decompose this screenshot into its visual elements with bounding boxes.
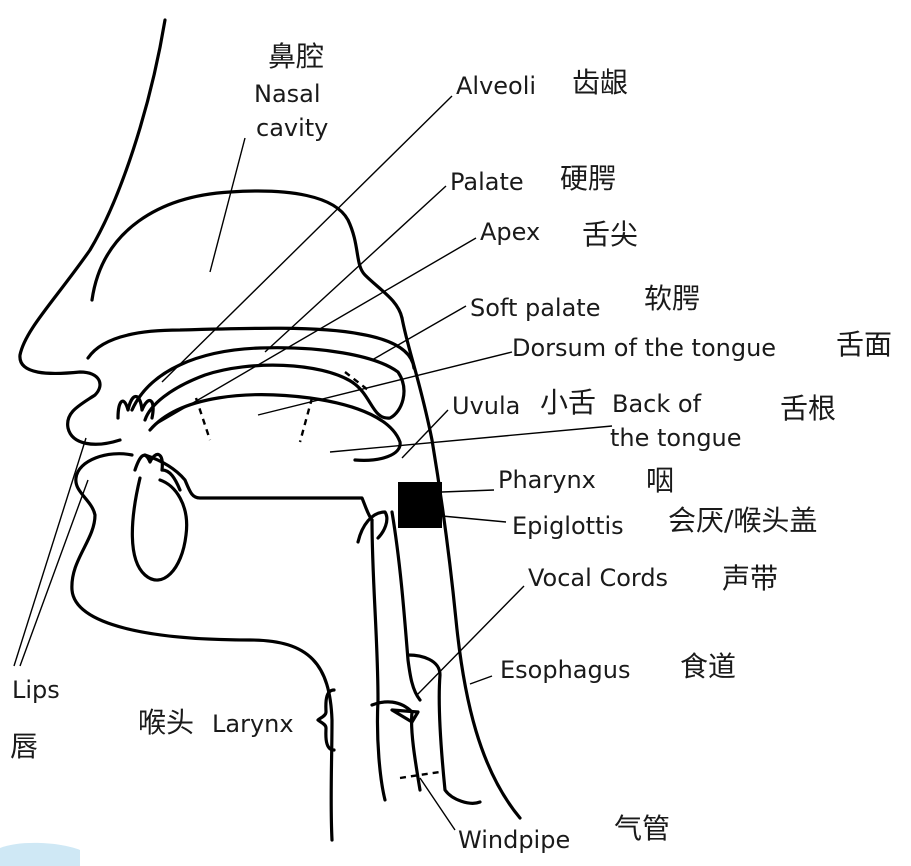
label-dorsum-en: Dorsum of the tongue — [512, 334, 776, 362]
label-palate-en: Palate — [450, 168, 524, 196]
label-windpipe-zh: 气管 — [614, 812, 670, 845]
label-soft-palate-en: Soft palate — [470, 294, 600, 322]
corner-accent — [0, 842, 80, 866]
label-back-en-1: Back of — [612, 390, 702, 418]
label-lips-en: Lips — [12, 676, 60, 704]
mouth-floor — [143, 453, 374, 522]
lead-epiglottis — [441, 515, 507, 523]
lead-dorsum — [257, 351, 513, 416]
label-pharynx-zh: 咽 — [646, 464, 674, 497]
lead-apex — [154, 237, 477, 426]
lead-alveoli — [161, 95, 453, 383]
label-larynx-zh: 喉头 — [138, 706, 194, 739]
label-nasal-zh: 鼻腔 — [268, 40, 324, 73]
vocal-cord-notch — [390, 708, 420, 724]
label-alveoli-zh: 齿龈 — [572, 66, 628, 99]
tongue-body — [148, 393, 402, 462]
label-apex-zh: 舌尖 — [582, 218, 638, 251]
lead-lips-upper — [13, 437, 87, 667]
pharyngeal-wall — [400, 316, 522, 820]
labels: 鼻腔 Nasal cavity Alveoli 齿龈 Palate 硬腭 Ape… — [10, 40, 892, 854]
head-outline — [18, 18, 522, 842]
hard-palate-roof — [86, 326, 416, 370]
lead-nasal — [209, 137, 246, 273]
lead-uvula — [401, 409, 449, 459]
label-windpipe-en: Windpipe — [458, 826, 570, 854]
epiglottis-shape — [356, 510, 389, 544]
pharynx-marker — [398, 482, 442, 528]
nasal-cavity-outline — [90, 189, 404, 320]
upper-teeth — [116, 394, 155, 420]
label-pharynx-en: Pharynx — [498, 466, 596, 494]
lead-palate — [264, 185, 447, 353]
label-uvula-zh: 小舌 — [540, 386, 596, 419]
face-profile — [18, 18, 167, 446]
label-dorsum-zh: 舌面 — [836, 328, 892, 361]
dash-soft-palate — [344, 371, 369, 391]
label-back-en-2: the tongue — [610, 424, 742, 452]
label-esophagus-en: Esophagus — [500, 656, 630, 684]
esophagus-divider — [406, 653, 482, 805]
leader-lines — [13, 95, 613, 831]
dash-apex — [194, 397, 212, 441]
label-back-zh: 舌根 — [780, 392, 836, 425]
lead-windpipe — [419, 777, 456, 831]
lead-pharynx — [441, 489, 495, 493]
lead-vocal — [415, 585, 525, 697]
chin-neck-outline — [70, 452, 334, 842]
label-epiglottis-zh: 会厌/喉头盖 — [668, 504, 817, 537]
dash-dorsum — [298, 397, 314, 443]
lead-back — [329, 425, 613, 453]
label-vocal-zh: 声带 — [722, 562, 778, 595]
label-esophagus-zh: 食道 — [680, 650, 736, 683]
lead-lips-lower — [19, 479, 89, 667]
larynx-inner-wall — [390, 510, 422, 702]
label-alveoli-en: Alveoli — [456, 72, 536, 100]
label-nasal-en-2: cavity — [256, 114, 328, 142]
dashed-guides — [194, 371, 441, 780]
label-apex-en: Apex — [480, 218, 540, 246]
label-vocal-en: Vocal Cords — [528, 564, 668, 592]
larynx-front-wall — [370, 518, 387, 802]
lead-soft-palate — [371, 305, 467, 361]
label-palate-zh: 硬腭 — [560, 162, 616, 195]
label-epiglottis-en: Epiglottis — [512, 512, 624, 540]
dash-windpipe — [399, 770, 441, 780]
mandible — [130, 476, 189, 582]
palate-arch — [130, 346, 406, 422]
label-uvula-en: Uvula — [452, 392, 520, 420]
lower-teeth — [133, 452, 182, 492]
label-soft-palate-zh: 软腭 — [644, 282, 700, 315]
label-larynx-en: Larynx — [212, 710, 294, 738]
lead-esophagus — [469, 675, 493, 685]
label-lips-zh: 唇 — [10, 730, 38, 763]
larynx-brace — [316, 688, 336, 752]
label-nasal-en-1: Nasal — [254, 80, 321, 108]
